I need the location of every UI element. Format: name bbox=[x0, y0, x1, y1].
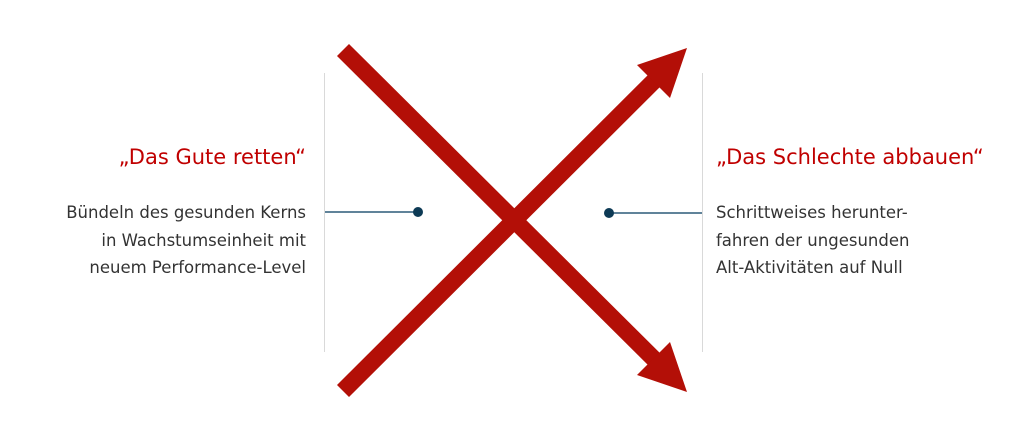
left-description-line: Bündeln des gesunden Kerns bbox=[66, 203, 306, 222]
left-description-line: in Wachstumseinheit mit bbox=[101, 230, 306, 250]
right-description-line: fahren der ungesunden bbox=[716, 230, 910, 250]
left-description: Bündeln des gesunden Kerns in Wachstumse… bbox=[66, 199, 306, 282]
arrow-up-right bbox=[336, 48, 687, 398]
right-description: Schrittweises herunter- fahren der unges… bbox=[716, 199, 909, 282]
right-connector-dot bbox=[604, 208, 614, 218]
right-title: „Das Schlechte abbauen“ bbox=[716, 145, 984, 169]
right-description-line: Alt-Aktivitäten auf Null bbox=[716, 258, 903, 277]
left-connector-dot bbox=[413, 207, 423, 217]
arrow-down-right bbox=[337, 43, 687, 392]
left-title: „Das Gute retten“ bbox=[118, 145, 306, 169]
left-description-line: neuem Performance-Level bbox=[89, 258, 306, 277]
right-description-line: Schrittweises herunter- bbox=[716, 203, 908, 222]
